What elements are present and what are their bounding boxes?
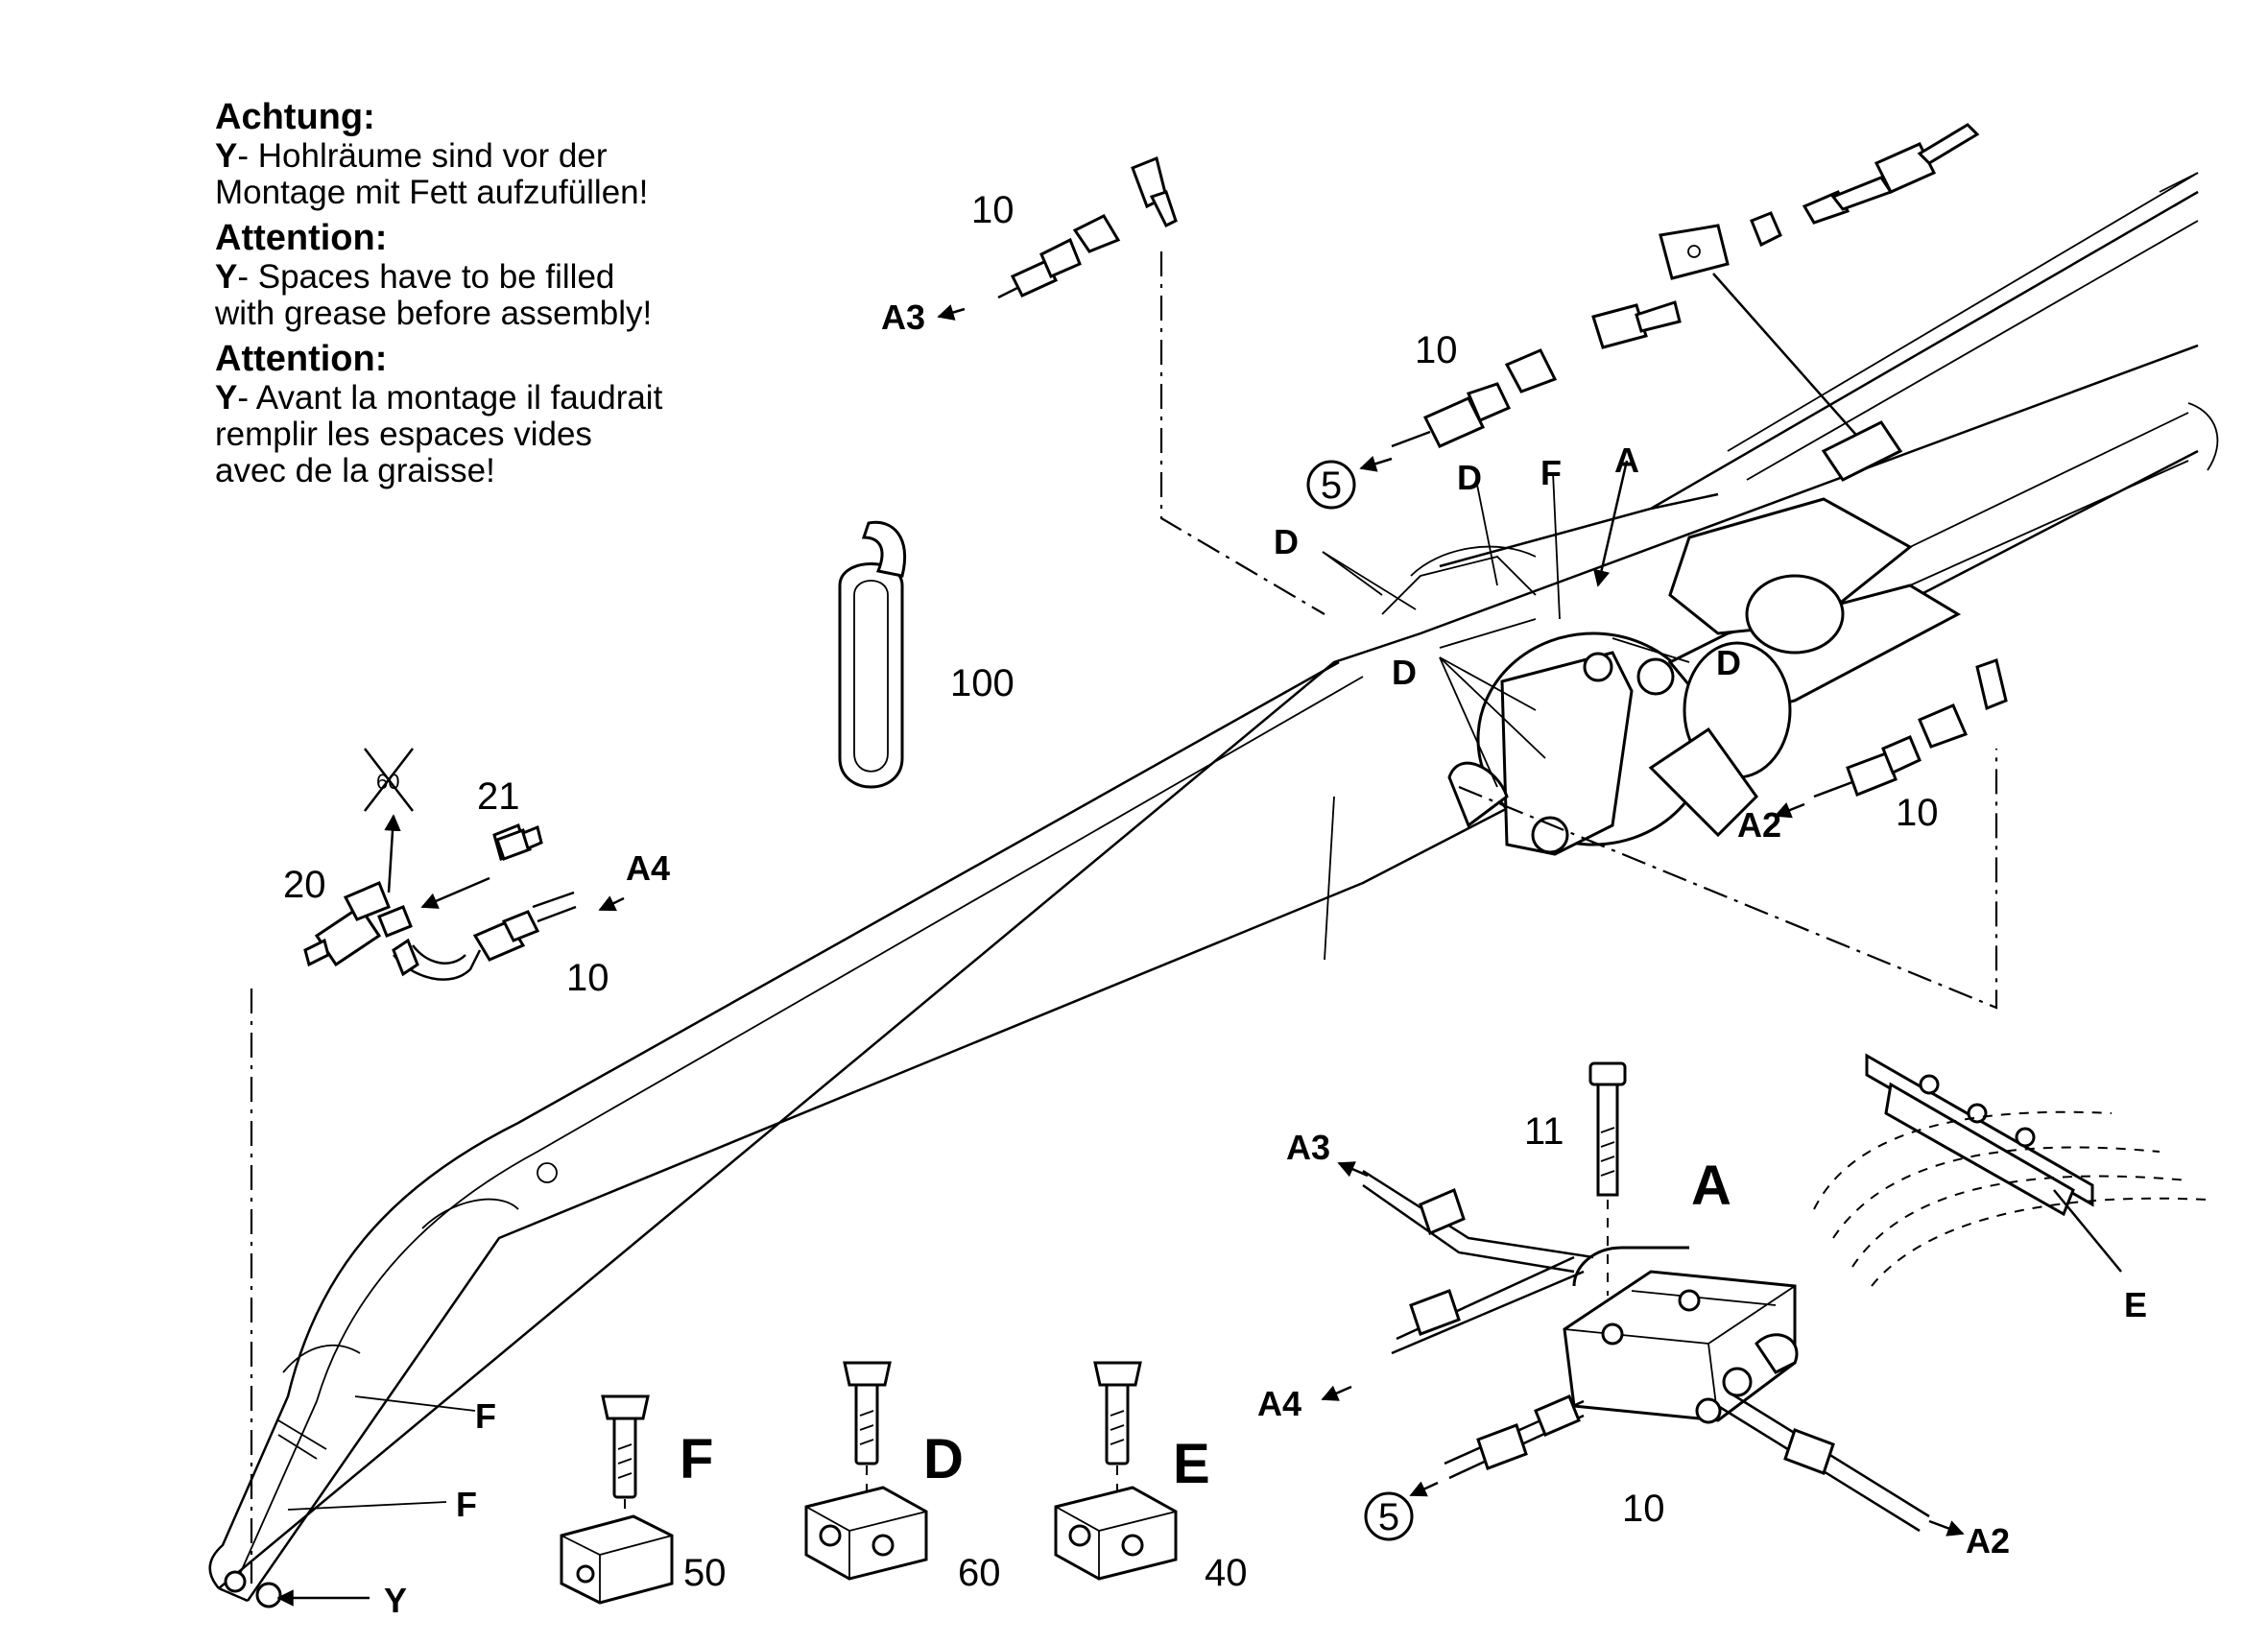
label-21: 21	[477, 775, 520, 818]
label-e: E	[2124, 1285, 2147, 1324]
leader-lines	[276, 460, 1690, 1607]
note-heading: Attention:	[215, 218, 388, 258]
part-labels: 10 10 10 10 10 11 20 21 50 60 40 100	[283, 189, 1939, 1594]
label-d: D	[1274, 522, 1299, 561]
label-10-right: 10	[1896, 792, 1939, 834]
label-f: F	[1540, 453, 1562, 492]
label-11: 11	[1524, 1110, 1564, 1153]
detail-e-title: E	[1173, 1433, 1210, 1495]
loop-clip-100	[838, 520, 907, 789]
note-line-2: remplir les espaces vides	[215, 416, 592, 453]
flow-arrows	[598, 304, 1965, 1537]
label-40: 40	[1205, 1552, 1248, 1594]
note-line-2: with grease before assembly!	[215, 295, 653, 332]
note-french: Attention: Y- Avant la montage il faudra…	[215, 338, 752, 489]
detail-letters: A F D E	[680, 1155, 1731, 1495]
item-number: 5	[1378, 1496, 1399, 1538]
crossed-out-part: 60	[364, 748, 414, 812]
note-marker: Y	[215, 379, 238, 417]
clamp-50	[560, 1394, 674, 1605]
crossed-part-number: 60	[376, 770, 399, 794]
note-marker: Y	[215, 258, 238, 296]
label-f: F	[456, 1485, 477, 1524]
label-a4: A4	[626, 848, 670, 888]
label-60: 60	[958, 1552, 1001, 1594]
label-d: D	[1457, 458, 1482, 497]
label-10-block: 10	[1622, 1488, 1665, 1530]
label-d: D	[1716, 643, 1741, 682]
label-a2: A2	[1737, 805, 1781, 845]
letter-labels: D D F A D D A3 A2 A4 A3 A4 A2 E F F Y	[384, 298, 2147, 1620]
label-100: 100	[950, 662, 1015, 704]
note-heading: Attention:	[215, 339, 388, 379]
label-f: F	[475, 1396, 496, 1436]
grease-nipple-21	[495, 824, 543, 861]
clamp-bar	[1813, 1053, 2208, 1287]
label-a3: A3	[1286, 1128, 1330, 1167]
item-5-circle-bottom: 5	[1364, 1491, 1414, 1541]
dash-dot-lines	[250, 251, 1998, 1584]
detail-d-title: D	[923, 1428, 964, 1490]
label-a: A	[1614, 441, 1639, 480]
note-line-3: avec de la graisse!	[215, 452, 495, 489]
boom-arm	[208, 172, 2199, 1608]
label-a2: A2	[1966, 1521, 2010, 1561]
label-10-left: 10	[566, 957, 609, 999]
top-right-fittings	[1591, 123, 2199, 482]
note-line-1: - Spaces have to be filled	[237, 258, 615, 296]
hose-fitting-10-right	[1813, 658, 2008, 798]
item-number: 5	[1321, 465, 1342, 507]
pivot-housing	[1381, 402, 2219, 856]
label-20: 20	[283, 864, 326, 906]
hose-fitting-10-middle	[1391, 348, 1558, 448]
label-d: D	[1392, 653, 1417, 692]
label-10-middle: 10	[1415, 329, 1458, 371]
distributor-block	[1362, 1061, 1930, 1533]
note-line-1: - Hohlräume sind vor der	[237, 137, 608, 175]
label-y: Y	[384, 1581, 407, 1620]
label-10-top: 10	[971, 189, 1015, 231]
note-line-2: Montage mit Fett aufzufüllen!	[215, 174, 649, 211]
note-marker: Y	[215, 137, 238, 175]
clamp-40	[1054, 1361, 1178, 1581]
label-a3: A3	[881, 298, 925, 337]
detail-f-title: F	[680, 1428, 713, 1490]
note-heading: Achtung:	[215, 97, 375, 137]
hose-fitting-10-top	[997, 155, 1178, 299]
hose-fitting-10-left	[303, 823, 577, 981]
clamp-60	[804, 1361, 928, 1581]
label-50: 50	[683, 1552, 727, 1594]
detail-a-title: A	[1691, 1155, 1731, 1217]
note-line-1: - Avant la montage il faudrait	[237, 379, 663, 417]
label-a4: A4	[1257, 1384, 1301, 1423]
item-5-circle-top: 5	[1306, 460, 1356, 510]
